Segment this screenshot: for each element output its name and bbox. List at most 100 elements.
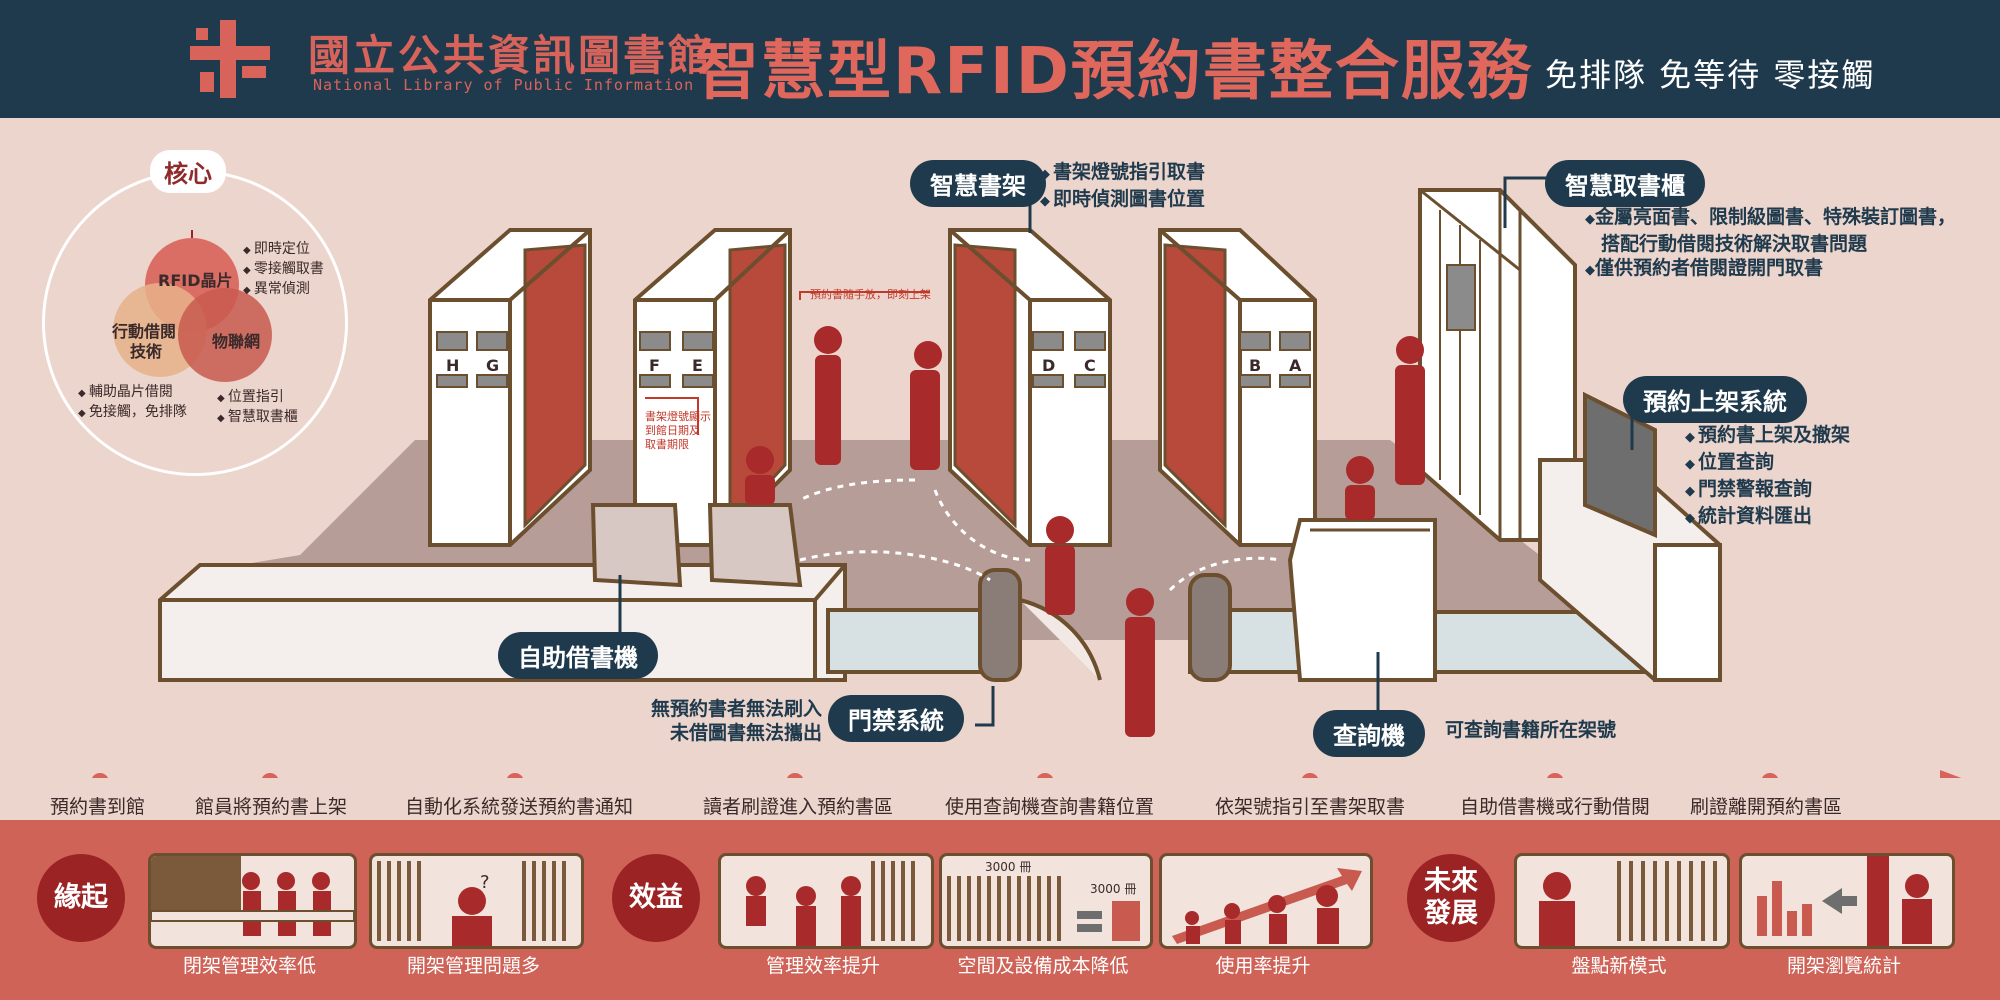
shelf-letter-f: F [649, 356, 660, 375]
usage-rate-illustration [1172, 868, 1362, 944]
volume-label: 3000 冊 [985, 860, 1032, 874]
query-kiosk-tag: 查詢機 [1313, 710, 1425, 757]
shelf-letter-g: G [486, 356, 500, 375]
panel-caption: 開架管理問題多 [406, 955, 540, 977]
rfid-point: 零接觸取書 [243, 260, 324, 280]
glass-panel [826, 608, 1000, 674]
origin-badge: 緣起 [37, 854, 125, 942]
timeline-step: 使用查詢機查詢書籍位置 [945, 796, 1155, 818]
mobile-points-list: 輔助晶片借閱 免接觸，免排隊 [78, 383, 187, 423]
panel-caption: 空間及設備成本降低 [957, 955, 1129, 977]
shelf-letter-h: H [446, 356, 460, 375]
gate-note: 未借圖書無法攜出 [669, 722, 822, 744]
smart-locker-point: 僅供預約者借閱證開門取書 [1595, 257, 1824, 279]
benefit-label: 效益 [629, 882, 683, 913]
inventory-panel [1514, 853, 1730, 949]
slogan: 免排隊 免等待 零接觸 [1545, 56, 1876, 94]
library-logo-icon [190, 20, 270, 98]
gate-system-tag: 門禁系統 [828, 695, 964, 742]
library-name: 國立公共資訊圖書館 [308, 31, 714, 80]
origin-label: 緣起 [54, 882, 108, 913]
shelving-point: 位置查詢 [1685, 450, 1850, 477]
smart-locker-notes: ◆金屬亮面書、限制級圖書、特殊裝訂圖書， 搭配行動借閱技術解決取書問題 ◆僅供預… [1585, 206, 1957, 279]
page-title: 智慧型RFID預約書整合服務 [695, 35, 1533, 109]
shelf-light-note-line: 書架燈號顯示 [645, 410, 711, 423]
bookshelf-ba [1158, 228, 1317, 547]
shelf-letter-c: C [1084, 356, 1096, 375]
smart-locker-tag: 智慧取書櫃 [1545, 160, 1705, 207]
core-label: 核心 [150, 150, 226, 193]
inventory-illustration [1539, 861, 1717, 946]
patron-figures [745, 326, 1425, 737]
smart-shelf-point: 書架燈號指引取書 [1040, 160, 1205, 187]
open-stack-panel: ? [369, 853, 584, 949]
bookshelf-hg [428, 228, 592, 547]
usage-rate-panel [1159, 853, 1373, 949]
shelf-letter-a: A [1289, 356, 1302, 375]
shelf-light-note-line: 取書期限 [645, 438, 689, 451]
efficiency-panel [718, 853, 934, 949]
smart-shelf-tag: 智慧書架 [910, 160, 1046, 207]
iot-point: 位置指引 [217, 388, 298, 408]
open-stack-illustration: ? [377, 861, 566, 946]
timeline-step: 自助借書機或行動借閱 [1460, 796, 1651, 818]
smart-locker-point: 金屬亮面書、限制級圖書、特殊裝訂圖書， [1595, 206, 1957, 228]
shelving-point: 預約書上架及撤架 [1685, 423, 1850, 450]
timeline-dots [91, 773, 1779, 778]
shelving-system-tag: 預約上架系統 [1623, 376, 1807, 423]
shelf-letter-b: B [1249, 356, 1262, 375]
smart-shelf-point: 即時偵測圖書位置 [1040, 187, 1205, 214]
svg-text:?: ? [480, 872, 490, 893]
shelving-system-desk [1538, 391, 1722, 682]
smart-locker [1418, 188, 1577, 542]
gate-note: 無預約書者無法刷入 [650, 698, 822, 720]
query-kiosk-counter [1287, 518, 1437, 682]
rfid-point: 異常偵測 [243, 280, 324, 300]
browsing-stats-panel [1739, 853, 1955, 949]
future-label-line2: 發展 [1424, 898, 1478, 929]
iot-points-list: 位置指引 智慧取書櫃 [217, 388, 298, 428]
shelf-light-note-line: 到館日期及 [645, 424, 700, 437]
iot-point: 智慧取書櫃 [217, 408, 298, 428]
gate-turnstiles [978, 568, 1232, 682]
rfid-point: 即時定位 [243, 240, 324, 260]
header-bar: 國立公共資訊圖書館 National Library of Public Inf… [0, 0, 2000, 118]
timeline-step: 依架號指引至書架取書 [1215, 796, 1406, 818]
future-label-line1: 未來 [1424, 866, 1478, 897]
shelve-now-note: 預約書隨手放，即刻上架 [810, 288, 931, 301]
self-checkout-tag: 自助借書機 [498, 632, 658, 679]
timeline-step: 預約書到館 [50, 796, 146, 818]
smart-locker-point: 搭配行動借閱技術解決取書問題 [1601, 233, 1868, 255]
mobile-borrowing-label-line2: 技術 [130, 342, 163, 361]
library-name-english: National Library of Public Information [313, 76, 695, 94]
rfid-chip-label: RFID晶片 [158, 271, 233, 290]
efficiency-illustration [746, 861, 915, 946]
closed-stack-illustration [151, 856, 354, 936]
browsing-stats-illustration [1757, 856, 1932, 946]
volume-label: 3000 冊 [1090, 882, 1137, 896]
panel-caption: 閉架管理效率低 [182, 955, 316, 977]
query-kiosk-note: 可查詢書籍所在架號 [1445, 719, 1617, 741]
panel-caption: 開架瀏覽統計 [1786, 955, 1901, 977]
space-cost-panel [939, 853, 1153, 949]
shelving-system-notes: 預約書上架及撤架 位置查詢 門禁警報查詢 統計資料匯出 [1685, 423, 1850, 531]
timeline-arrowhead [1940, 770, 1962, 778]
library-scene-illustration [91, 176, 1962, 778]
mobile-borrowing-label-line1: 行動借閱 [112, 322, 177, 341]
mobile-point: 輔助晶片借閱 [78, 383, 187, 403]
shelving-point: 統計資料匯出 [1685, 504, 1850, 531]
shelving-point: 門禁警報查詢 [1685, 477, 1850, 504]
space-cost-illustration [947, 876, 1140, 941]
timeline-step: 自動化系統發送預約書通知 [405, 796, 634, 818]
timeline-step: 館員將預約書上架 [195, 796, 348, 818]
panel-caption: 使用率提升 [1215, 955, 1311, 977]
panel-caption: 管理效率提升 [765, 955, 880, 977]
gate-notes: 無預約書者無法刷入 未借圖書無法攜出 [632, 697, 822, 745]
benefit-badge: 效益 [612, 854, 700, 942]
shelf-light-note: 書架燈號顯示 到館日期及 取書期限 [645, 410, 711, 452]
timeline-step: 讀者刷證進入預約書區 [703, 796, 894, 818]
venn-diagram [113, 230, 272, 382]
iot-label: 物聯網 [212, 332, 261, 351]
bookshelf-dc [948, 228, 1112, 547]
